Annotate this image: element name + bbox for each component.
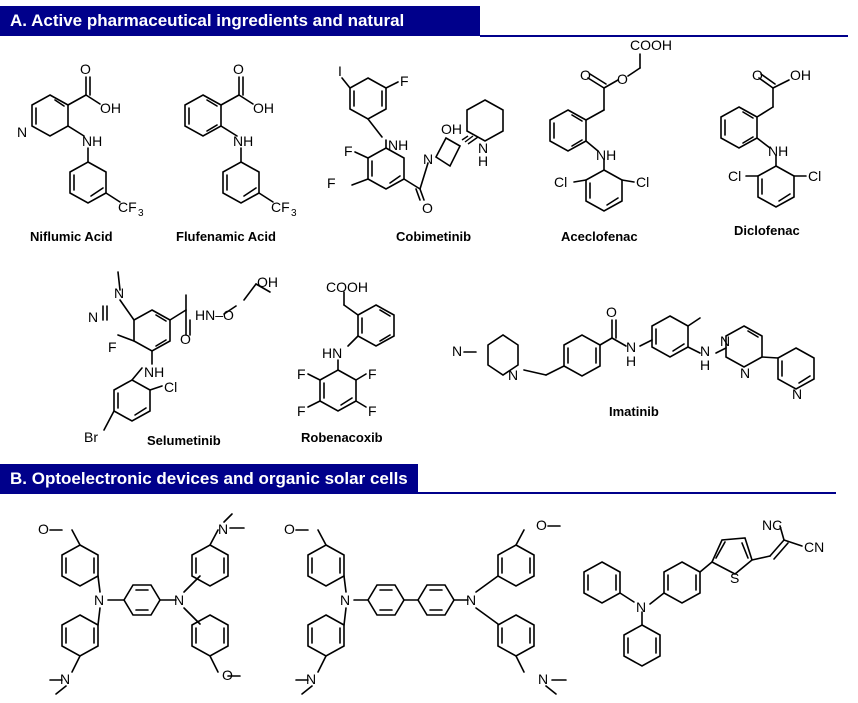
selumetinib-structure: N N F O HN–O OH NH Cl Br Selumetinib: [84, 271, 278, 448]
section-b-title: B. Optoelectronic devices and organic so…: [10, 469, 408, 488]
aceclofenac-o2: O: [617, 71, 628, 87]
robenacoxib-structure: COOH HN F F F F Robenacoxib: [297, 279, 395, 445]
mol2-n-right: N: [466, 592, 476, 608]
niflumic-acid-structure: O OH N NH CF 3 Niflumic Acid: [17, 61, 144, 244]
robenacoxib-hn: HN: [322, 345, 342, 361]
robenacoxib-cooh: COOH: [326, 279, 368, 295]
flufenamic-nh: NH: [233, 133, 253, 149]
caption-niflumic: Niflumic Acid: [30, 229, 113, 244]
diclofenac-cl2: Cl: [808, 168, 821, 184]
robenacoxib-f3: F: [297, 403, 306, 419]
aceclofenac-cl2: Cl: [636, 174, 649, 190]
imatinib-nh2: N: [700, 343, 710, 359]
caption-selumetinib: Selumetinib: [147, 433, 221, 448]
mol3-cn: CN: [804, 539, 824, 555]
diclofenac-o: O: [752, 67, 763, 83]
aceclofenac-cl1: Cl: [554, 174, 567, 190]
selumetinib-br: Br: [84, 429, 98, 445]
selumetinib-nh: NH: [144, 364, 164, 380]
robenacoxib-f1: F: [297, 366, 306, 382]
cobimetinib-pip-n: N: [478, 140, 488, 156]
aceclofenac-structure: O O COOH NH Cl Cl Aceclofenac: [549, 37, 672, 244]
cobimetinib-n: N: [423, 151, 433, 167]
aceclofenac-o1: O: [580, 67, 591, 83]
mol2-nme2-left: N: [306, 671, 316, 687]
flufenamic-acid-structure: O OH NH CF 3 Flufenamic Acid: [176, 61, 297, 244]
aceclofenac-nh: NH: [596, 147, 616, 163]
opto-molecule-3: N S NC CN: [583, 517, 824, 667]
aceclofenac-cooh: COOH: [630, 37, 672, 53]
opto-molecule-2: O N N N O N: [284, 517, 567, 695]
section-b-header: B. Optoelectronic devices and organic so…: [0, 464, 418, 494]
mol1-nme2-left: N: [60, 671, 70, 687]
selumetinib-hno: HN–O: [195, 307, 234, 323]
niflumic-n: N: [17, 124, 27, 140]
cobimetinib-nh: NH: [388, 137, 408, 153]
cobimetinib-f3: F: [327, 175, 336, 191]
cobimetinib-oh: OH: [441, 121, 462, 137]
selumetinib-n2: N: [88, 309, 98, 325]
caption-robenacoxib: Robenacoxib: [301, 430, 383, 445]
niflumic-oh: OH: [100, 100, 121, 116]
diclofenac-oh: OH: [790, 67, 811, 83]
mol3-s: S: [730, 570, 739, 586]
mol2-nme2-right: N: [538, 671, 548, 687]
selumetinib-oh: OH: [257, 274, 278, 290]
diclofenac-structure: O OH NH Cl Cl Diclofenac: [720, 67, 821, 238]
niflumic-nh: NH: [82, 133, 102, 149]
mol3-n: N: [636, 599, 646, 615]
diclofenac-cl1: Cl: [728, 168, 741, 184]
section-a-rule: [480, 35, 848, 37]
niflumic-cf-sub: 3: [138, 208, 144, 219]
imatinib-nh1: N: [626, 339, 636, 355]
imatinib-h1: H: [626, 353, 636, 369]
caption-flufenamic: Flufenamic Acid: [176, 229, 276, 244]
caption-diclofenac: Diclofenac: [734, 223, 800, 238]
diclofenac-nh: NH: [768, 143, 788, 159]
imatinib-h2: H: [700, 357, 710, 373]
flufenamic-o: O: [233, 61, 244, 77]
mol1-nme2-right: N: [218, 521, 228, 537]
imatinib-pyr-n1: N: [720, 333, 730, 349]
caption-cobimetinib: Cobimetinib: [396, 229, 471, 244]
mol1-o-top: O: [38, 521, 49, 537]
section-a-header: A. Active pharmaceutical ingredients and…: [0, 6, 480, 60]
imatinib-n-methyl: N: [452, 343, 462, 359]
mol1-n-right: N: [174, 592, 184, 608]
section-a-title: A. Active pharmaceutical ingredients and…: [10, 11, 405, 60]
section-b-rule: [418, 492, 836, 494]
niflumic-cf: CF: [118, 199, 137, 215]
cobimetinib-f2: F: [344, 143, 353, 159]
niflumic-o: O: [80, 61, 91, 77]
caption-imatinib: Imatinib: [609, 404, 659, 419]
cobimetinib-o: O: [422, 200, 433, 216]
robenacoxib-f2: F: [368, 366, 377, 382]
mol2-o-left: O: [284, 521, 295, 537]
imatinib-n-pip: N: [508, 367, 518, 383]
imatinib-structure: N N O N H N H N N N Imatinib: [452, 304, 815, 419]
caption-aceclofenac: Aceclofenac: [561, 229, 638, 244]
cobimetinib-f1: F: [400, 73, 409, 89]
cobimetinib-i: I: [338, 63, 342, 79]
mol2-o-right: O: [536, 517, 547, 533]
cobimetinib-structure: I F NH F F N O OH N H Cobimetinib: [327, 63, 504, 244]
imatinib-pyr-n2: N: [740, 365, 750, 381]
mol2-n-left: N: [340, 592, 350, 608]
selumetinib-n-methyl: N: [114, 285, 124, 301]
mol3-nc: NC: [762, 517, 782, 533]
flufenamic-cf-sub: 3: [291, 208, 297, 219]
flufenamic-oh: OH: [253, 100, 274, 116]
imatinib-o: O: [606, 304, 617, 320]
opto-molecule-1: O N N N N O: [38, 513, 245, 695]
imatinib-py-n: N: [792, 386, 802, 402]
selumetinib-o: O: [180, 331, 191, 347]
flufenamic-cf: CF: [271, 199, 290, 215]
selumetinib-f: F: [108, 339, 117, 355]
mol1-o-bottom: O: [222, 667, 233, 683]
selumetinib-cl: Cl: [164, 379, 177, 395]
cobimetinib-pip-h: H: [478, 153, 488, 169]
robenacoxib-f4: F: [368, 403, 377, 419]
mol1-n-left: N: [94, 592, 104, 608]
